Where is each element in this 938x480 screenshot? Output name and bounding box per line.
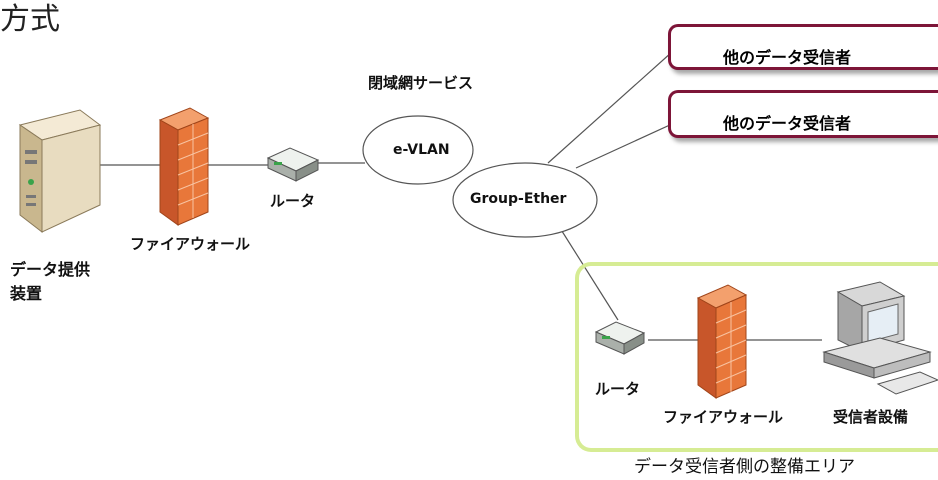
receiver-equipment-label: 受信者設備	[833, 408, 909, 426]
firewall-icon	[696, 284, 748, 399]
router-icon	[266, 147, 320, 182]
other-receiver-label: 他のデータ受信者	[723, 48, 852, 67]
other-receiver-box-2: 他のデータ受信者	[668, 90, 938, 138]
router-right-label: ルータ	[595, 380, 641, 398]
line-to-receiver-1	[547, 51, 673, 164]
other-receiver-box-1: 他のデータ受信者	[668, 24, 938, 70]
evlan-ellipse	[362, 115, 474, 185]
evlan-label: e-VLAN	[393, 142, 450, 158]
group-ether-label: Group-Ether	[470, 191, 567, 207]
router-icon	[594, 321, 646, 355]
firewall-icon	[158, 107, 210, 226]
receiver-area	[575, 262, 938, 452]
firewall-left-label: ファイアウォール	[130, 235, 251, 253]
line-to-receiver-2	[575, 123, 673, 169]
network-service-label: 閉域網サービス	[368, 74, 474, 92]
other-receiver-label: 他のデータ受信者	[723, 114, 852, 133]
receiver-area-label: データ受信者側の整備エリア	[634, 457, 855, 477]
data-provider-label: データ提供 装置	[10, 260, 91, 303]
page-title: 方式	[0, 2, 60, 37]
router-left-label: ルータ	[270, 192, 316, 210]
server-icon	[18, 109, 102, 234]
firewall-right-label: ファイアウォール	[663, 408, 784, 426]
desktop-computer-icon	[822, 281, 938, 395]
group-ether-ellipse	[452, 162, 598, 238]
